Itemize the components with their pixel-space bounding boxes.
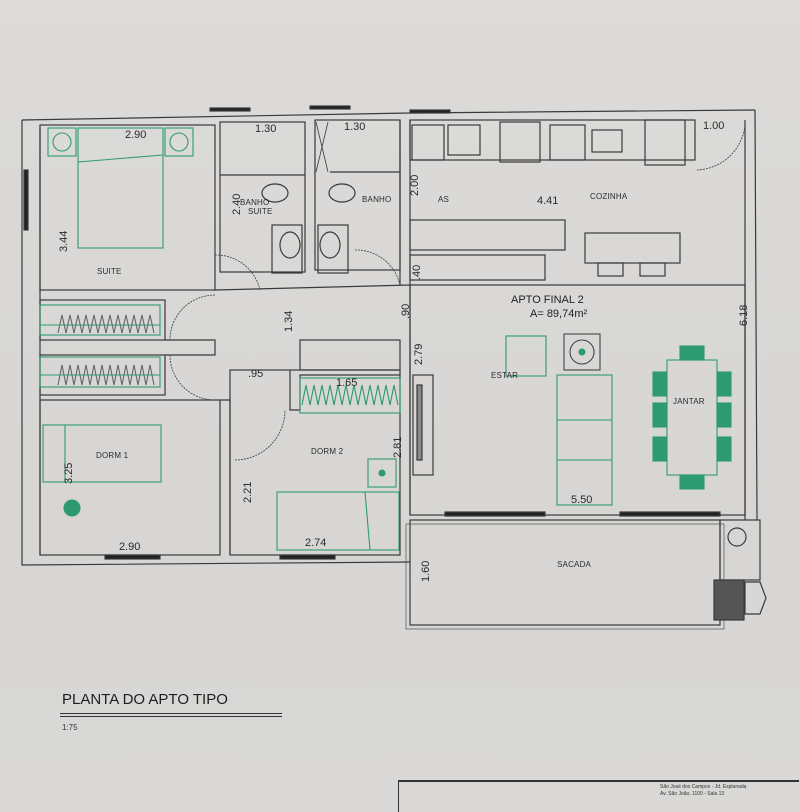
dim-suite-depth: 3.44 [58, 230, 70, 252]
dim-kitchen-width: 4.41 [537, 195, 559, 207]
drawing-scale: 1:75 [62, 723, 78, 732]
title-block [398, 780, 799, 812]
dim-hall-door: .90 [400, 303, 412, 319]
dim-counter-gap: .40 [411, 264, 423, 280]
dim-banho-width: 1.30 [344, 121, 366, 133]
outer-wall [21, 109, 756, 121]
title-underline [60, 713, 282, 714]
title-block-address: São José dos Campos - Jd. Esplanada Av. … [660, 784, 746, 797]
room-label-dorm2: DORM 2 [311, 447, 344, 456]
title-block-line1: São José dos Campos - Jd. Esplanada [660, 784, 747, 790]
dim-living-total: 6.18 [738, 304, 750, 326]
dim-dorm2-depth-left: 2.21 [242, 481, 254, 503]
dim-dorm2-depth: 2.81 [392, 436, 404, 458]
dim-hall-width: 1.34 [283, 310, 295, 332]
room-label-jantar: JANTAR [673, 397, 705, 406]
dim-dorm1-width: 2.90 [119, 541, 141, 553]
drawing-title: PLANTA DO APTO TIPO [62, 691, 228, 708]
dim-dorm1-depth: 3.25 [63, 462, 75, 484]
room-label-banho-suite: BANHO [240, 198, 270, 207]
room-label-as: AS [438, 195, 450, 204]
dim-as-depth: 2.00 [409, 174, 421, 196]
dim-hall-small: .95 [248, 368, 264, 380]
dim-sacada-depth: 1.60 [420, 560, 432, 582]
dim-banho-suite-width: 1.30 [255, 123, 277, 135]
dim-suite-width: 2.90 [125, 129, 147, 141]
room-label-dorm1: DORM 1 [96, 451, 129, 460]
title-block-line2: Av. São João, 1100 - Sala 13 [660, 790, 725, 797]
room-label-banho: BANHO [362, 195, 392, 204]
dim-living-width: 5.50 [571, 494, 593, 506]
room-label-banho-suite-2: SUITE [248, 207, 273, 216]
dim-living-depth: 2.79 [413, 343, 425, 365]
room-label-cozinha: COZINHA [590, 192, 628, 201]
dim-dorm2-width: 2.74 [305, 537, 327, 549]
dim-kitchen-door: 1.00 [703, 120, 725, 132]
unit-area: A= 89,74m² [530, 308, 588, 320]
room-label-estar: ESTAR [491, 371, 519, 380]
room-label-suite: SUITE [97, 267, 122, 276]
unit-name: APTO FINAL 2 [511, 294, 584, 306]
room-label-sacada: SACADA [557, 560, 592, 569]
dim-closet-dorm2: 1.65 [336, 377, 358, 389]
title-underline-2 [60, 716, 282, 717]
dim-banho-depth: 2.40 [231, 193, 243, 215]
